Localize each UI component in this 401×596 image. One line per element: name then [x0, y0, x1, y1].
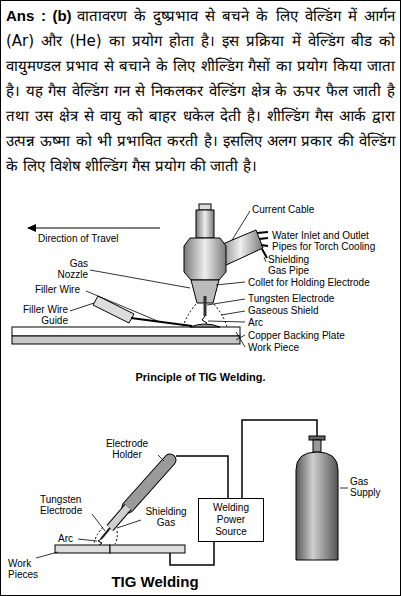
gaseous-shield	[183, 304, 227, 327]
figure-caption: TIG Welding	[95, 573, 215, 591]
part-label: Gaseous Shield	[248, 305, 319, 316]
part-label: Gas Supply	[350, 476, 394, 498]
work-piece	[12, 327, 240, 336]
answer-key: Ans : (b)	[6, 7, 72, 24]
leader-line	[86, 291, 160, 322]
part-label: Electrode Holder	[98, 438, 156, 460]
leader-line	[216, 282, 245, 285]
copper-backing-plate	[12, 336, 240, 344]
work-piece	[110, 545, 185, 553]
leader-line	[264, 257, 266, 262]
leader-line	[232, 211, 250, 240]
cooling-pipes	[257, 232, 268, 246]
part-label: Work Piece	[248, 342, 299, 353]
answer-paragraph: Ans : (b)वातावरण के दुष्प्रभाव से बचने क…	[6, 3, 395, 179]
leader-line	[36, 552, 58, 558]
power-source-box: Welding Power Source	[198, 498, 264, 542]
part-label: Water Inlet and Outlet Pipes for Torch C…	[272, 230, 390, 252]
leader-line	[117, 520, 141, 528]
torch-top	[196, 210, 214, 238]
torch-cap	[199, 204, 211, 210]
holder-outline	[128, 460, 170, 507]
leader-line	[92, 514, 105, 531]
part-label: Tungsten Electrode	[40, 494, 95, 516]
part-label: Copper Backing Plate	[248, 330, 345, 341]
leader-line	[236, 332, 245, 347]
leader-line	[207, 299, 245, 305]
filler-wire-guide	[93, 296, 134, 323]
leader-lines	[36, 455, 348, 558]
weld-bead	[190, 324, 220, 327]
part-label: Shielding Gas	[143, 506, 189, 528]
part-label: Arc	[58, 533, 73, 544]
cylinder-valve-knob	[309, 436, 325, 440]
part-label: Filler Wire	[35, 284, 80, 295]
arc	[98, 539, 102, 545]
part-label: Collet for Holding Electrode	[248, 277, 370, 288]
tungsten-electrode	[101, 528, 110, 539]
part-label: Arc	[248, 317, 263, 328]
shielding-gas	[94, 527, 117, 544]
leader-line	[340, 488, 348, 489]
part-label: Filler Wire Guide	[12, 304, 68, 326]
leader-line	[78, 539, 97, 541]
part-label: Direction of Travel	[38, 233, 119, 244]
figure-caption: Principle of TIG Welding.	[0, 371, 401, 384]
leader-line	[208, 321, 245, 322]
work-piece	[55, 545, 110, 553]
leader-lines	[70, 211, 266, 347]
tungsten-electrode	[204, 296, 207, 316]
part-label: Work Pieces	[8, 558, 52, 580]
travel-arrow	[28, 227, 160, 228]
leader-line	[158, 455, 164, 461]
answer-text: वातावरण के दुष्प्रभाव से बचने के लिए वेल…	[6, 7, 395, 175]
part-label: Tungsten Electrode	[248, 293, 334, 304]
gas-cylinder	[296, 452, 338, 560]
leader-line	[90, 270, 190, 288]
leader-line	[70, 303, 94, 311]
leader-line	[221, 311, 245, 315]
electrode-holder	[128, 460, 170, 507]
part-label: Shielding Gas Pipe	[268, 254, 318, 276]
filler-wire	[131, 318, 192, 326]
part-label: Current Cable	[252, 204, 314, 215]
box-text: Welding Power Source	[201, 502, 261, 538]
torch-body	[184, 238, 226, 280]
cylinder-valve	[313, 440, 321, 452]
gas-pipe	[262, 249, 267, 258]
part-label: Gas Nozzle	[50, 258, 88, 280]
